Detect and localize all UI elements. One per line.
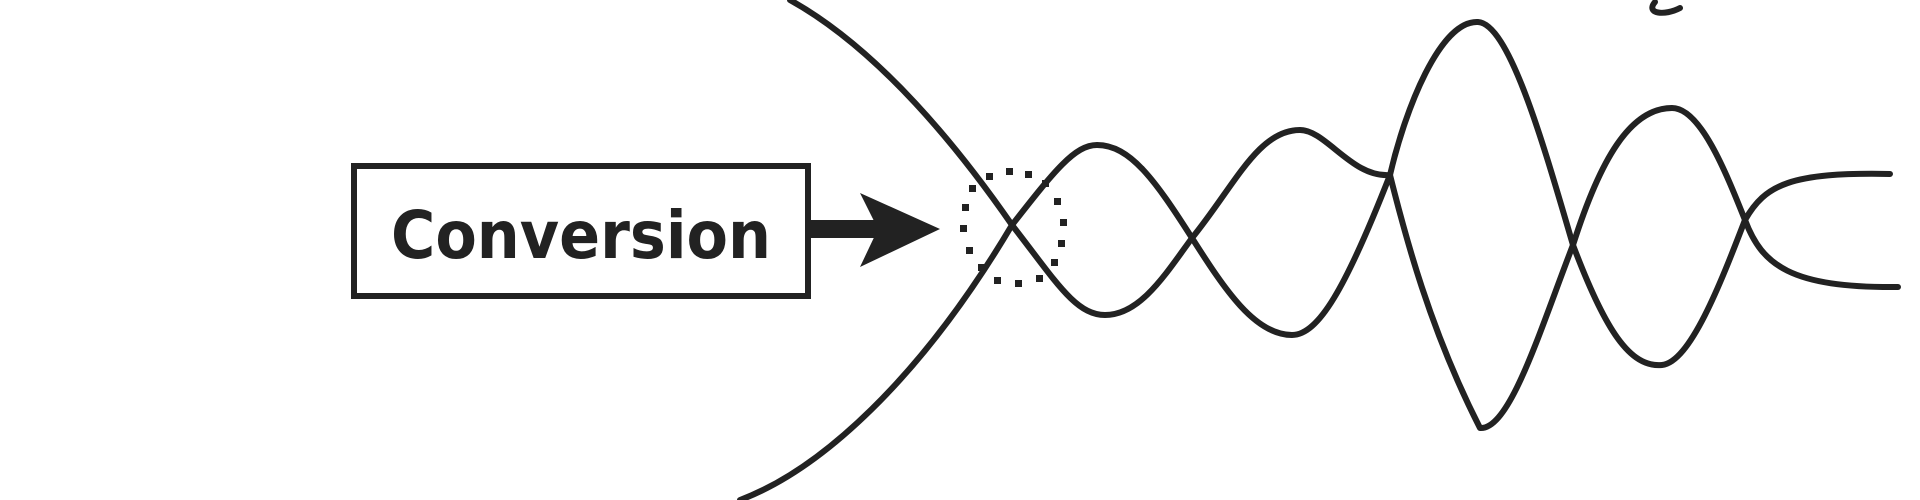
conversion-label-box <box>351 163 811 299</box>
strand-a-curve <box>1009 18 1893 369</box>
left-lobe-upper-curve <box>787 0 1015 228</box>
arrow-right-icon <box>808 193 940 267</box>
strand-b-curve <box>1009 105 1901 431</box>
left-lobe-lower-curve <box>737 222 1015 500</box>
dotted-circle-icon <box>960 168 1067 287</box>
top-right-fragment <box>1649 0 1683 16</box>
conversion-label: Conversion <box>391 197 771 274</box>
